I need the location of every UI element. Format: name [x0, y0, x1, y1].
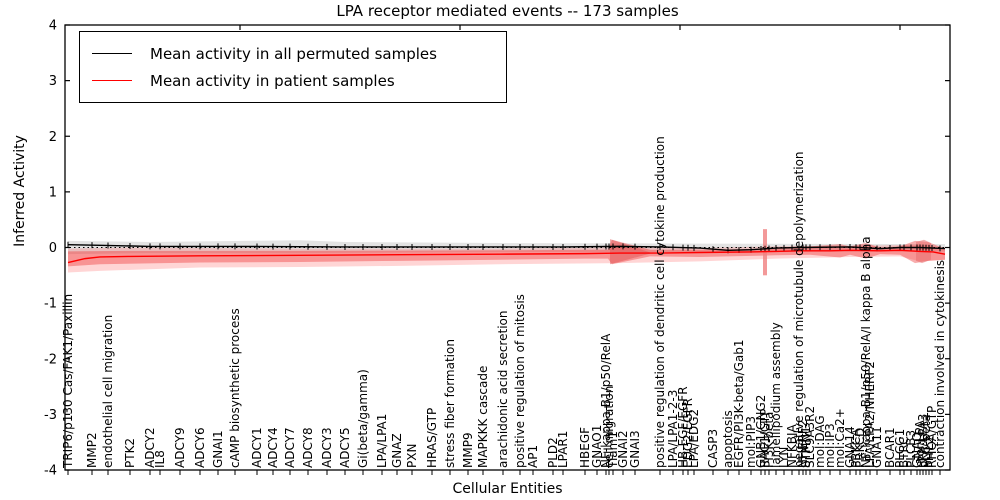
y-tick-label: 2 — [49, 130, 57, 145]
legend-row-patient: Mean activity in patient samples — [92, 67, 496, 94]
entity-label: NFKBIA — [785, 423, 799, 468]
entity-label: LPA/EDG2 — [687, 409, 701, 468]
entity-label: ADCY8 — [301, 427, 315, 468]
y-tick-label: 3 — [49, 74, 57, 89]
entity-label: RHOA/GTP — [925, 406, 939, 468]
entity-label: mol:Ca2+ — [833, 408, 847, 468]
entity-label: LPAR1 — [556, 431, 570, 468]
entity-label: PRKCA — [849, 428, 863, 468]
entity-label: LPA/LPA1 — [375, 414, 389, 468]
entity-label: PLD2 — [546, 437, 560, 468]
entity-label: NF-kappa-B1/p50/RelA — [599, 333, 613, 468]
entity-label: IL8 — [153, 450, 167, 468]
entity-label: HBEGF — [578, 427, 592, 468]
legend-label-patient: Mean activity in patient samples — [150, 71, 395, 90]
y-tick-label: 1 — [49, 185, 57, 200]
entity-label: HB-EGF/EGFR — [676, 386, 690, 468]
entity-label: mol:IP3 — [823, 423, 837, 468]
entity-label: ADCY9 — [173, 427, 187, 468]
entity-label: LPA/LPA1-2-3 — [666, 390, 680, 468]
legend-box: Mean activity in all permuted samples Me… — [79, 31, 507, 103]
entity-label: mol:LPA — [913, 419, 927, 468]
entity-label: ADCY4 — [266, 427, 280, 468]
entity-label: LPA/LPA3 — [916, 414, 930, 468]
entity-label: cAMP biosynthetic process — [228, 308, 242, 468]
y-tick-label: -2 — [44, 352, 57, 367]
y-tick-label: -4 — [44, 464, 57, 479]
entity-label: ADCY2 — [143, 427, 157, 468]
entity-label: GNA14 — [843, 426, 857, 468]
entity-label: arachidonic acid secretion — [496, 311, 510, 468]
entity-label: GNAZ — [390, 433, 404, 468]
entity-label: ADCY6 — [193, 427, 207, 468]
x-axis-title: Cellular Entities — [452, 481, 563, 497]
entity-label: GNAQ — [910, 432, 924, 468]
entity-label: TRIP6/p130 Cas/FAK1/Paxillin — [61, 294, 75, 469]
entity-label: EDG2/EGFR — [681, 398, 695, 468]
entity-label: PTK2 — [123, 438, 137, 468]
y-tick-label: -3 — [44, 408, 57, 423]
entity-label: lamellipodium assembly — [769, 322, 783, 468]
entity-label: NHERF2 — [796, 420, 810, 468]
entity-label: PLCB3 — [904, 430, 918, 468]
entity-label: negative regulation of microtubule depol… — [792, 151, 806, 468]
entity-label: MMP9 — [461, 432, 475, 468]
entity-label: MYL2 — [922, 436, 936, 468]
legend-row-permuted: Mean activity in all permuted samples — [92, 40, 496, 67]
entity-label: LPA/LPA2/NHERF2 — [863, 361, 877, 468]
entity-label: ADCY7 — [283, 427, 297, 468]
permuted-line-swatch — [92, 53, 132, 54]
entity-label: contraction involved in cytokinesis — [933, 260, 947, 468]
entity-label: GNAI1 — [211, 430, 225, 468]
y-tick-label: -1 — [44, 297, 57, 312]
entity-label: Gi(beta/gamma) — [356, 369, 370, 468]
entity-label: stress fiber formation — [443, 339, 457, 468]
entity-label: GNAI3 — [628, 430, 642, 468]
series-line-patient — [67, 249, 946, 264]
entity-label: ADCY3 — [320, 427, 334, 468]
entity-label: ADCY5 — [338, 427, 352, 468]
entity-label: mol:PIP3 — [744, 416, 758, 468]
entity-label: MMP2 — [85, 432, 99, 468]
entity-label: positive regulation of dendritic cell cy… — [653, 136, 667, 468]
entity-label: PRKCD — [853, 428, 867, 468]
entity-label: cell migration — [602, 386, 616, 468]
entity-label: HRAS/GTP — [425, 408, 439, 468]
patient-line-swatch — [92, 80, 132, 81]
entity-label: PXN — [405, 444, 419, 468]
entity-label: GNAI2 — [616, 430, 630, 468]
entity-label: AP1 — [526, 445, 540, 468]
entity-label: endothelial cell migration — [101, 315, 115, 468]
entity-label: MAPKKK cascade — [476, 366, 490, 468]
entity-label: GNAO1 — [590, 425, 604, 468]
entity-label: apoptosis — [721, 410, 735, 468]
entity-label: PLC-beta — [919, 414, 933, 468]
entity-label: STMN1 — [799, 426, 813, 468]
entity-label: GNB1/GNG2 — [754, 395, 768, 468]
entity-label: CASP3 — [706, 429, 720, 468]
entity-label: BTRC — [897, 436, 911, 468]
entity-label: mol:DAG — [813, 415, 827, 468]
entity-label: ADCY1 — [250, 427, 264, 468]
entity-label: RAC1/GTP — [758, 409, 772, 468]
entity-label: PI3K-beta — [762, 412, 776, 468]
legend-label-permuted: Mean activity in all permuted samples — [150, 44, 437, 63]
entity-label: NF-kappa-B1/p50/RelA/I kappa B alpha — [859, 236, 873, 468]
entity-label: LYN — [777, 447, 791, 468]
entity-label: Tiam1 — [606, 431, 620, 469]
y-axis-title: Inferred Activity — [12, 135, 28, 247]
entity-label: EGFR/PI3K-beta/Gab1 — [732, 339, 746, 468]
entity-label: SLC9A3R2 — [803, 406, 817, 468]
y-tick-label: 4 — [49, 19, 57, 34]
entity-label: PLCG1 — [893, 429, 907, 468]
entity-label: positive regulation of mitosis — [513, 294, 527, 468]
y-tick-label: 0 — [49, 241, 57, 256]
entity-label: BCAR1 — [883, 427, 897, 468]
entity-label: GNA11 — [870, 426, 884, 468]
patient-band-inner — [68, 239, 945, 267]
chart-title: LPA receptor mediated events -- 173 samp… — [336, 2, 679, 20]
bowtie-spike — [610, 239, 652, 265]
